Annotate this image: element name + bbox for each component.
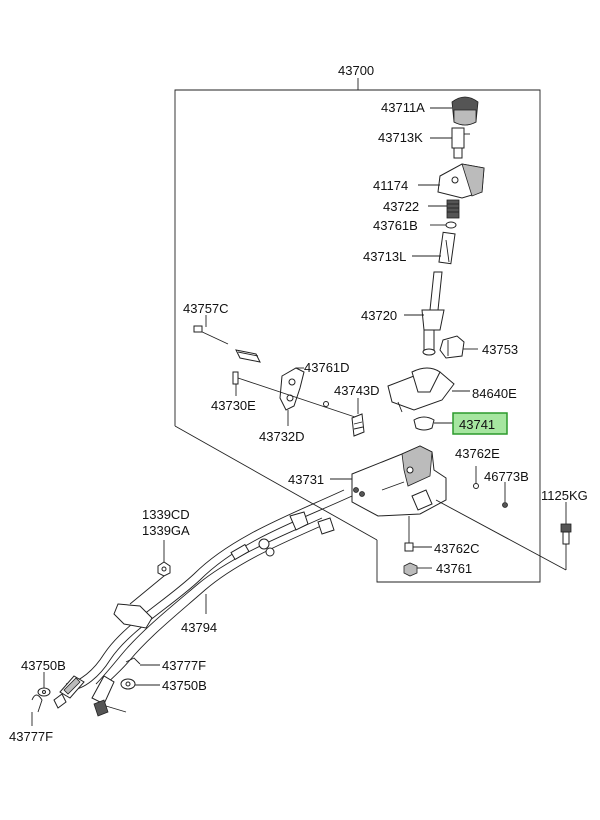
nut-1339-part [157, 561, 171, 577]
label-43761[interactable]: 43761 [436, 561, 472, 576]
label-43720[interactable]: 43720 [361, 308, 397, 323]
cable-part [65, 489, 353, 691]
stopper-part [351, 413, 365, 437]
label-43711A[interactable]: 43711A [381, 100, 425, 115]
cable-end-left-part [31, 675, 85, 713]
label-43741[interactable]: 43741 [459, 417, 495, 432]
bracket-left-part [279, 367, 305, 411]
label-1125KG[interactable]: 1125KG [541, 488, 588, 503]
bushing-top-part [445, 221, 457, 229]
cable-end-right-part [91, 657, 141, 717]
label-41174[interactable]: 41174 [373, 178, 408, 193]
label-43731[interactable]: 43731 [288, 472, 324, 487]
boot-part [387, 367, 455, 413]
lever-part [421, 271, 445, 356]
nut-bottom-part [403, 562, 418, 577]
label-43753[interactable]: 43753 [482, 342, 518, 357]
label-43777F-left[interactable]: 43777F [9, 729, 53, 744]
pin-washer [323, 401, 329, 407]
label-43732D[interactable]: 43732D [259, 429, 305, 444]
housing-to-bolt-line [435, 499, 567, 571]
spring-part [446, 199, 460, 219]
cable-right-link [105, 705, 127, 713]
label-1339GA[interactable]: 1339GA [142, 523, 190, 538]
bushing-right-part [473, 483, 479, 489]
bolt-left-part [193, 325, 229, 345]
nut-right-part [502, 502, 508, 508]
label-43762C[interactable]: 43762C [434, 541, 480, 556]
label-84640E[interactable]: 84640E [472, 386, 517, 401]
label-43713K[interactable]: 43713K [378, 130, 423, 145]
label-43762E[interactable]: 43762E [455, 446, 500, 461]
label-43750B-left[interactable]: 43750B [21, 658, 66, 673]
label-43757C[interactable]: 43757C [183, 301, 229, 316]
highlight-box-43741[interactable] [452, 412, 508, 435]
label-43761B[interactable]: 43761B [373, 218, 418, 233]
cap-part [439, 335, 465, 359]
shaft-link-part [438, 231, 456, 265]
pin-axis-line [237, 377, 359, 419]
pin-left-part [232, 371, 239, 385]
assembly-frame-diagonal [174, 425, 378, 541]
knob-part [451, 96, 479, 126]
label-46773B[interactable]: 46773B [484, 469, 529, 484]
bushing-left-part [235, 349, 261, 363]
bolt-right-part [560, 523, 572, 545]
label-43722[interactable]: 43722 [383, 199, 419, 214]
label-43743D[interactable]: 43743D [334, 383, 380, 398]
label-43700[interactable]: 43700 [338, 63, 374, 78]
label-43761D[interactable]: 43761D [304, 360, 350, 375]
label-1339CD[interactable]: 1339CD [142, 507, 190, 522]
boot-cover-part [437, 163, 485, 199]
nut-to-cable-line [129, 575, 165, 605]
label-43750B-right[interactable]: 43750B [162, 678, 207, 693]
highlighted-part-43741 [413, 416, 435, 431]
assembly-frame [174, 89, 541, 583]
knob-insert-part [451, 127, 470, 159]
label-43794[interactable]: 43794 [181, 620, 217, 635]
label-43730E[interactable]: 43730E [211, 398, 256, 413]
label-43777F-right[interactable]: 43777F [162, 658, 206, 673]
bushing-bottom-part [404, 542, 414, 552]
label-43713L[interactable]: 43713L [363, 249, 406, 264]
housing-part [351, 445, 447, 517]
